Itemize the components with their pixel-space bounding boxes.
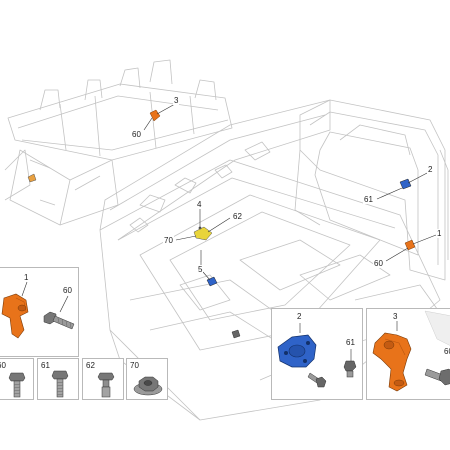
leader-3 xyxy=(156,103,176,115)
detail-panel-part-2: 2 61 xyxy=(271,308,363,400)
fastener-61-label: 61 xyxy=(41,361,50,370)
panel-2-part-label: 2 xyxy=(297,312,302,321)
part-2-drawing xyxy=(277,323,357,388)
callout-61-right: 61 xyxy=(363,195,374,204)
panel-3-part-label: 3 xyxy=(393,312,398,321)
leader-5 xyxy=(202,271,211,281)
part-3-drawing xyxy=(372,310,450,392)
leader-61 xyxy=(376,187,403,200)
fastener-60-label: 60 xyxy=(0,361,6,370)
nut-70-drawing xyxy=(133,376,163,396)
panel-1-part-label: 1 xyxy=(24,273,29,282)
leader-lines xyxy=(143,103,437,281)
leader-2 xyxy=(407,171,430,184)
detail-panel-part-1: 1 60 xyxy=(0,267,79,357)
callout-62: 62 xyxy=(232,212,243,221)
part-1-drawing xyxy=(1,281,75,339)
leader-70 xyxy=(175,235,197,241)
callout-60-top: 60 xyxy=(131,130,142,139)
part-3-mounted xyxy=(149,109,161,122)
part-1-mounted xyxy=(404,239,416,251)
fastener-panel-61: 61 xyxy=(37,358,79,400)
leader-60-right xyxy=(385,247,409,262)
fastener-panel-60: 60 xyxy=(0,358,34,400)
leader-1 xyxy=(412,234,437,245)
panel-2-bolt-label: 61 xyxy=(346,338,355,347)
fastener-70-label: 70 xyxy=(130,361,139,370)
detail-panel-part-3: 3 60 xyxy=(366,308,450,400)
stud-62-drawing xyxy=(97,372,115,398)
callout-4: 4 xyxy=(196,200,203,209)
callout-3: 3 xyxy=(173,96,180,105)
bulkhead-structure xyxy=(99,99,331,241)
fastener-62-label: 62 xyxy=(86,361,95,370)
callout-70: 70 xyxy=(163,236,174,245)
callout-2-right: 2 xyxy=(427,165,434,174)
bolt-60-drawing xyxy=(8,372,26,398)
fastener-panel-70: 70 xyxy=(126,358,168,400)
leader-60-top xyxy=(143,117,153,131)
panel-1-bolt-label: 60 xyxy=(63,286,72,295)
rear-frame-structure xyxy=(4,59,233,226)
callout-5: 5 xyxy=(197,265,204,274)
panel-3-bolt-label: 60 xyxy=(444,347,450,356)
callout-60-right: 60 xyxy=(373,259,384,268)
fastener-panel-62: 62 xyxy=(82,358,124,400)
leader-62 xyxy=(207,217,231,233)
bolt-61-drawing xyxy=(51,370,69,398)
part-2-mounted xyxy=(399,178,412,190)
part-4-mount-bracket xyxy=(193,226,213,241)
side-frame-structure xyxy=(294,99,449,281)
callout-1-right: 1 xyxy=(436,229,443,238)
misc-fasteners xyxy=(27,173,241,339)
